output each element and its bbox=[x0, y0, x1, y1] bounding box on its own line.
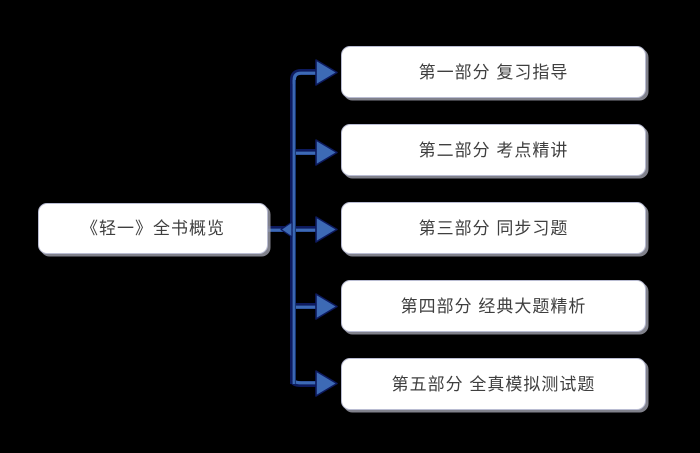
root-node[interactable]: 《轻一》全书概览 bbox=[38, 203, 268, 254]
branch-node-4-label: 第四部分 经典大题精析 bbox=[400, 296, 587, 316]
branch-node-2[interactable]: 第二部分 考点精讲 bbox=[341, 124, 646, 176]
branch-node-3-label: 第三部分 同步习题 bbox=[418, 218, 569, 238]
branch-node-2-label: 第二部分 考点精讲 bbox=[418, 140, 569, 160]
root-node-label: 《轻一》全书概览 bbox=[81, 219, 225, 238]
branch-node-1[interactable]: 第一部分 复习指导 bbox=[341, 46, 646, 98]
arrowheads bbox=[280, 59, 338, 397]
branch-node-3[interactable]: 第三部分 同步习题 bbox=[341, 202, 646, 254]
branch-node-5-label: 第五部分 全真模拟测试题 bbox=[391, 374, 596, 394]
branch-node-5[interactable]: 第五部分 全真模拟测试题 bbox=[341, 358, 646, 410]
branch-node-4[interactable]: 第四部分 经典大题精析 bbox=[341, 280, 646, 332]
branch-node-1-label: 第一部分 复习指导 bbox=[418, 62, 569, 82]
